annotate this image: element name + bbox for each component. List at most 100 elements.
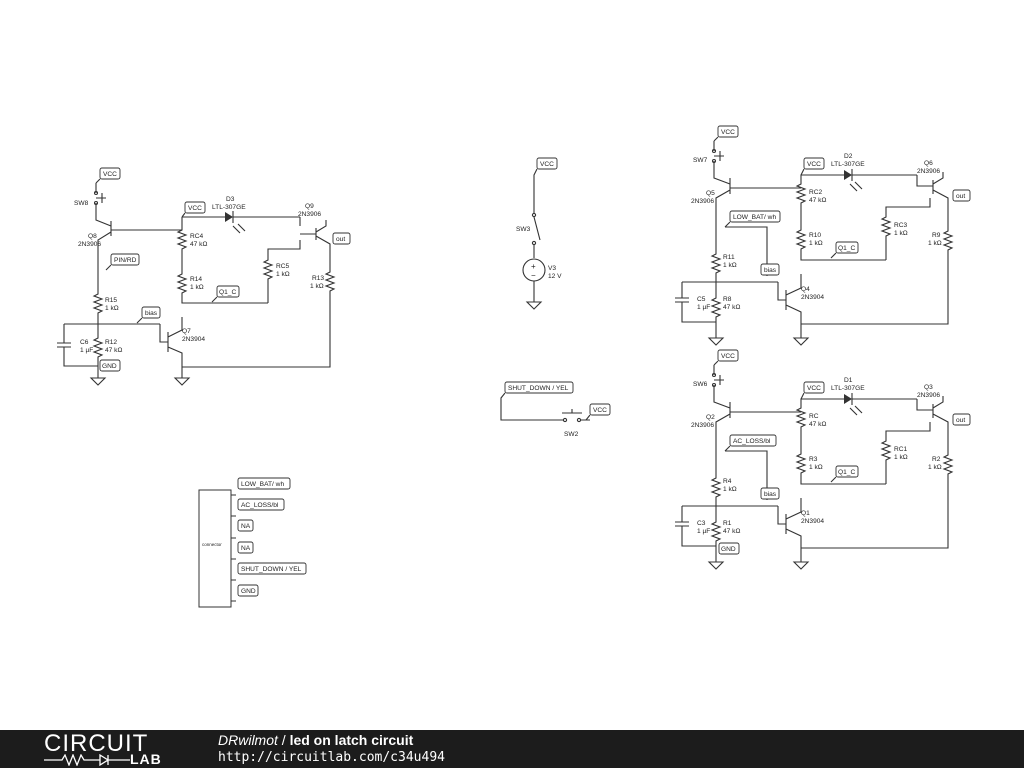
q9-part: 2N3906 xyxy=(298,211,321,218)
q8-part: 2N3906 xyxy=(78,241,101,248)
c3-value: 1 µF xyxy=(697,528,710,535)
r11-value: 1 kΩ xyxy=(723,262,737,269)
q9-label: Q9 xyxy=(305,203,314,210)
logo-bottom-text: LAB xyxy=(130,751,162,767)
rc2-value: 47 kΩ xyxy=(809,197,826,204)
q2-label: Q2 xyxy=(706,414,715,421)
author-link[interactable]: DRwilmot xyxy=(218,732,278,748)
q4-label: Q4 xyxy=(801,286,810,293)
rc4-label: RC4 xyxy=(190,233,204,240)
r8-value: 47 kΩ xyxy=(723,304,740,311)
q1-label: Q1 xyxy=(801,510,810,517)
r13-value: 1 kΩ xyxy=(310,283,324,290)
q6-part: 2N3906 xyxy=(917,168,940,175)
d2-label: D2 xyxy=(844,153,853,160)
circuit-title[interactable]: led on latch circuit xyxy=(289,732,414,748)
b-out-net-label: out xyxy=(956,193,965,200)
r14-value: 1 kΩ xyxy=(190,284,204,291)
sw6-label: SW6 xyxy=(693,381,708,388)
supply-section: VCC SW3 + − V3 12 V SHUT_DOWN / YEL SW2 … xyxy=(500,157,611,438)
q8-label: Q8 xyxy=(88,233,97,240)
b-q1c-net-label: Q1_C xyxy=(838,245,855,252)
q3-part: 2N3906 xyxy=(917,392,940,399)
circuit-c: VCC SW6 Q2 2N3906 AC_LOSS/bl R4 1 kΩ bia… xyxy=(675,349,971,570)
circuit-credits: DRwilmot / led on latch circuit http://c… xyxy=(218,731,445,767)
c-q1c-net-label: Q1_C xyxy=(838,469,855,476)
rc1-label: RC1 xyxy=(894,446,908,453)
r14-label: R14 xyxy=(190,276,202,283)
r1-value: 47 kΩ xyxy=(723,528,740,535)
circuit-b: VCC SW7 Q5 2N3906 LOW_BAT/ wh R11 1 kΩ b… xyxy=(675,125,971,346)
q1-part: 2N3904 xyxy=(801,518,824,525)
q5-part: 2N3906 xyxy=(691,198,714,205)
rc-value: 47 kΩ xyxy=(809,421,826,428)
separator: / xyxy=(277,732,290,748)
q3-label: Q3 xyxy=(924,384,933,391)
circuitlab-logo[interactable]: CIRCUIT LAB xyxy=(44,732,174,766)
d3-label: D3 xyxy=(226,196,235,203)
circuit-url[interactable]: http://circuitlab.com/c34u494 xyxy=(218,750,445,765)
gnd-net-label: GND xyxy=(102,363,117,370)
bias-net-label: bias xyxy=(145,310,158,317)
d1-label: D1 xyxy=(844,377,853,384)
r12-value: 47 kΩ xyxy=(105,347,122,354)
q2-part: 2N3906 xyxy=(691,422,714,429)
rc3-value: 1 kΩ xyxy=(894,230,908,237)
minus-icon: − xyxy=(531,271,536,280)
r9-label: R9 xyxy=(932,232,941,239)
sw8-label: SW8 xyxy=(74,200,89,207)
acloss-net-label: AC_LOSS/bl xyxy=(733,438,771,445)
connector-pin-4: NA xyxy=(241,545,251,552)
sw2-label: SW2 xyxy=(564,431,579,438)
sw2-vcc-label: VCC xyxy=(593,407,607,414)
c-gnd-net-label: GND xyxy=(721,546,736,553)
r13-label: R13 xyxy=(312,275,324,282)
logo-top-text: CIRCUIT xyxy=(44,730,149,757)
b-vcc-label: VCC xyxy=(807,161,821,168)
r9-value: 1 kΩ xyxy=(928,240,942,247)
q4-part: 2N3904 xyxy=(801,294,824,301)
lowbat-net-label: LOW_BAT/ wh xyxy=(733,214,776,221)
c-vcc-label: VCC xyxy=(807,385,821,392)
c5-value: 1 µF xyxy=(697,304,710,311)
r8-label: R8 xyxy=(723,296,732,303)
connector-label: connector xyxy=(202,542,222,547)
c-bias-net-label: bias xyxy=(764,491,777,498)
rc-label: RC xyxy=(809,413,819,420)
q6-label: Q6 xyxy=(924,160,933,167)
r3-label: R3 xyxy=(809,456,818,463)
r10-value: 1 kΩ xyxy=(809,240,823,247)
connector-pin-6: GND xyxy=(241,588,256,595)
shutdown-net-label: SHUT_DOWN / YEL xyxy=(508,385,569,392)
d1-part: LTL-307GE xyxy=(831,385,865,392)
connector-pin-1: LOW_BAT/ wh xyxy=(241,481,284,488)
r3-value: 1 kΩ xyxy=(809,464,823,471)
connector: connector LOW_BAT/ wh AC_LOSS/bl NA NA S… xyxy=(198,477,307,608)
pinrd-net-label: PIN/RD xyxy=(114,257,137,264)
q7-part: 2N3904 xyxy=(182,336,205,343)
rc4-value: 47 kΩ xyxy=(190,241,207,248)
c-vcc-top-label: VCC xyxy=(721,353,735,360)
rc2-label: RC2 xyxy=(809,189,823,196)
q1c-net-label: Q1_C xyxy=(219,289,236,296)
b-bias-net-label: bias xyxy=(764,267,777,274)
v3-value: 12 V xyxy=(548,273,562,280)
r11-label: R11 xyxy=(723,254,735,261)
connector-pin-2: AC_LOSS/bl xyxy=(241,502,279,509)
r4-value: 1 kΩ xyxy=(723,486,737,493)
circuit-a: VCC SW8 Q8 2N3906 PIN/RD R15 1 kΩ bias C… xyxy=(57,167,351,386)
rc5-value: 1 kΩ xyxy=(276,271,290,278)
schematic-canvas: VCC SW8 Q8 2N3906 PIN/RD R15 1 kΩ bias C… xyxy=(57,125,971,608)
r10-label: R10 xyxy=(809,232,821,239)
r2-value: 1 kΩ xyxy=(928,464,942,471)
connector-pin-3: NA xyxy=(241,523,251,530)
c3-label: C3 xyxy=(697,520,706,527)
r2-label: R2 xyxy=(932,456,941,463)
c6-label: C6 xyxy=(80,339,89,346)
plus-icon: + xyxy=(531,262,536,271)
v3-label: V3 xyxy=(548,265,556,272)
r4-label: R4 xyxy=(723,478,732,485)
rc3-label: RC3 xyxy=(894,222,908,229)
d2-part: LTL-307GE xyxy=(831,161,865,168)
rc1-value: 1 kΩ xyxy=(894,454,908,461)
